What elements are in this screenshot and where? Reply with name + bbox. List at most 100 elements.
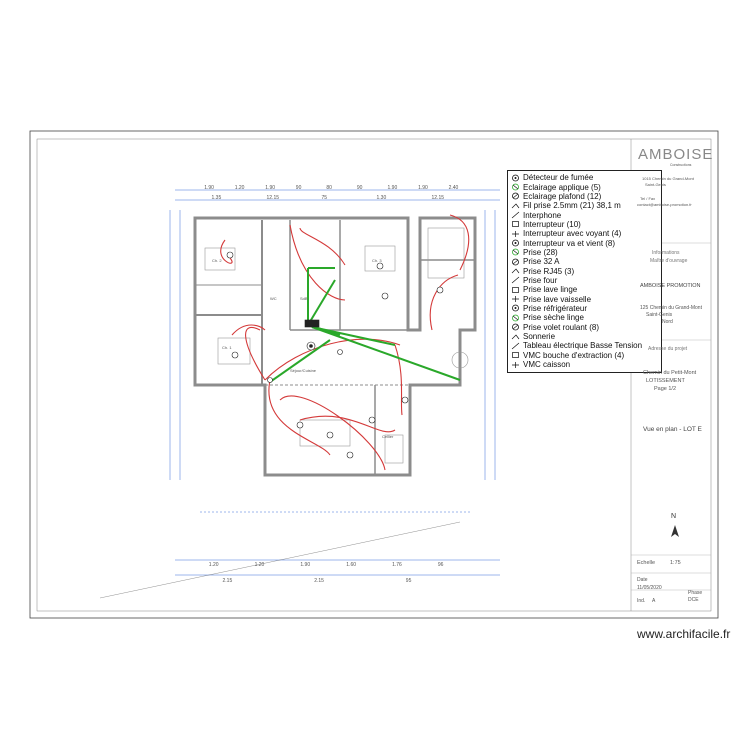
dimension-text: 75 <box>322 195 328 201</box>
project-address-label: Adresse du projet <box>648 346 688 352</box>
dryer-socket-icon <box>511 314 520 322</box>
dimension-text: 1.90 <box>204 185 214 191</box>
company-address-2: Saint-Genis <box>646 312 673 318</box>
vmc-unit-icon <box>511 361 520 369</box>
room-label-living: Séjour/Cuisine <box>290 368 317 373</box>
legend-item: Interphone <box>511 210 658 220</box>
legend-item: Tableau électrique Basse Tension <box>511 341 658 350</box>
company-address-1: 125 Chemin du Grand-Mont <box>640 305 702 311</box>
washer-socket-icon <box>511 286 520 294</box>
phase-value: DCE <box>688 597 699 603</box>
legend-item: Interrupteur avec voyant (4) <box>511 229 658 238</box>
two-way-switch-icon <box>511 239 520 247</box>
client-section: Informations <box>652 250 680 256</box>
room-label-ch3: Ch. 3 <box>372 258 382 263</box>
room-label-ch1: Ch. 1 <box>222 345 232 350</box>
legend-item: Prise sèche linge <box>511 313 658 322</box>
scale-value: 1:75 <box>670 560 681 566</box>
bell-icon <box>511 333 520 341</box>
legend-item: Sonnerie <box>511 332 658 341</box>
legend-label: Interrupteur (10) <box>523 219 581 229</box>
legend-item: Détecteur de fumée <box>511 173 658 182</box>
intercom-icon <box>511 211 520 219</box>
dimension-text: 2.40 <box>449 185 459 191</box>
dimension-text: 12.15 <box>267 195 280 201</box>
dimension-text: 1.90 <box>265 185 275 191</box>
switch-led-icon <box>511 230 520 238</box>
dimension-text: 12.15 <box>432 195 445 201</box>
dimension-text: 96 <box>438 562 444 568</box>
legend-label: Interphone <box>523 210 562 220</box>
legend-label: Prise volet roulant (8) <box>523 322 600 332</box>
legend-item: Prise volet roulant (8) <box>511 323 658 332</box>
dimension-text: 1.90 <box>418 185 428 191</box>
vmc-outlet-icon <box>511 351 520 359</box>
legend-label: Prise lave vaisselle <box>523 294 592 304</box>
company-address-3: Nord <box>662 319 673 325</box>
legend-label: Prise 32 A <box>523 257 560 267</box>
dimension-text: 90 <box>296 185 302 191</box>
legend-item: Eclairage plafond (12) <box>511 192 658 201</box>
legend-label: Prise lave linge <box>523 285 578 295</box>
contact-line-1: Tel / Fax <box>640 196 656 201</box>
rj45-icon <box>511 267 520 275</box>
room-label-wc: WC <box>270 296 277 301</box>
date-label: Date <box>637 577 648 583</box>
dimension-text: 1.35 <box>212 195 222 201</box>
wire-icon <box>511 202 520 210</box>
north-label: N <box>671 513 677 520</box>
brand-logo: AMBOISE <box>638 146 714 163</box>
legend-item: Prise RJ45 (3) <box>511 266 658 276</box>
view-title: Vue en plan - LOT E <box>643 426 702 433</box>
dimension-text: 80 <box>326 185 332 191</box>
legend-item: Interrupteur (10) <box>511 220 658 229</box>
room-label-ch2: Ch. 2 <box>212 258 222 263</box>
shutter-socket-icon <box>511 323 520 331</box>
scale-label: Echelle <box>637 560 656 566</box>
room-label-sdb: SdB <box>300 296 308 301</box>
legend-item: Prise (28) <box>511 248 658 257</box>
socket-32a-icon <box>511 258 520 266</box>
wire-light-circuits <box>269 267 461 383</box>
legend-label: Prise RJ45 (3) <box>523 266 575 276</box>
legend-label: Sonnerie <box>523 332 556 342</box>
dimension-text: 1.90 <box>300 562 310 568</box>
legend-item: VMC caisson <box>511 360 658 369</box>
legend-label: Prise (28) <box>523 247 558 257</box>
project-line-1: Chemin du Petit-Mont <box>643 370 697 376</box>
north-arrow-icon <box>671 525 679 537</box>
legend-label: Fil prise 2.5mm (21) 38,1 m <box>523 201 621 211</box>
panel-icon <box>511 342 520 350</box>
date-value: 11/05/2020 <box>637 585 662 591</box>
address-line-2: Saint-Genis <box>645 182 666 187</box>
dimension-text: 1.20 <box>209 562 219 568</box>
address-line-1: 1015 Chemin du Grand-Mont <box>642 176 694 181</box>
legend-label: Eclairage applique (5) <box>523 182 601 192</box>
switch-icon <box>511 220 520 228</box>
smoke-detector-icon <box>511 174 520 182</box>
socket-icon <box>511 248 520 256</box>
legend-label: Eclairage plafond (12) <box>523 191 602 201</box>
legend-item: Prise 32 A <box>511 257 658 266</box>
dimension-text: 1.20 <box>255 562 265 568</box>
legend-label: Prise sèche linge <box>523 313 584 323</box>
dimension-lines <box>99 189 500 599</box>
index-label: Ind. <box>637 598 646 604</box>
legend-item: Eclairage applique (5) <box>511 182 658 192</box>
legend-label: VMC caisson <box>523 360 571 370</box>
wall-light-icon <box>511 183 520 191</box>
legend-label: VMC bouche d'extraction (4) <box>523 350 625 360</box>
legend-item: VMC bouche d'extraction (4) <box>511 351 658 360</box>
phase-label: Phase <box>688 590 703 596</box>
oven-socket-icon <box>511 276 520 284</box>
legend-label: Interrupteur va et vient (8) <box>523 238 616 248</box>
project-line-3: Page 1/2 <box>654 386 677 392</box>
legend-item: Prise lave vaisselle <box>511 294 658 304</box>
legend-item: Interrupteur va et vient (8) <box>511 238 658 248</box>
contact-line-2: contact@amboise-promotion.fr <box>637 202 692 207</box>
legend-label: Prise réfrigérateur <box>523 303 588 313</box>
wire-socket-circuits <box>220 214 470 471</box>
dimension-text: 1.60 <box>346 562 356 568</box>
room-label-cellier: Cellier <box>382 434 394 439</box>
